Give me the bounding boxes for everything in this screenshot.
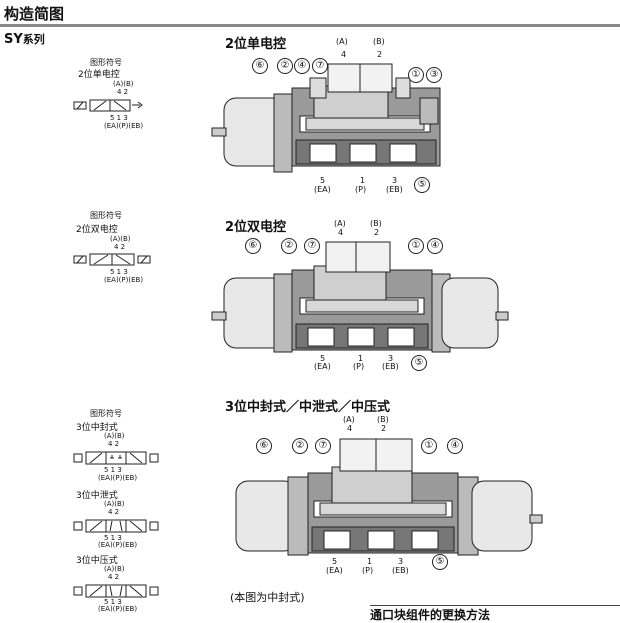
symbol-ports-bottom: (EA)(P)(EB): [98, 541, 138, 549]
port-ea-num: 5: [320, 176, 326, 185]
port-eb-label: (EB): [392, 566, 409, 575]
symbol-ports-top: (A)(B): [104, 500, 125, 508]
callout-7: ⑦: [304, 238, 320, 254]
callout-1: ①: [408, 238, 424, 254]
port-eb-num: 3: [388, 354, 394, 363]
symbol-heading: 图形符号: [90, 211, 122, 220]
symbol-ports-top: (A)(B): [104, 432, 125, 440]
port-b-num: 2: [377, 50, 383, 59]
symbol-ports-top: (A)(B): [113, 80, 134, 88]
symbol-nums-top: 4 2: [117, 88, 129, 96]
callout-5: ⑤: [414, 177, 430, 193]
callout-7: ⑦: [315, 438, 331, 454]
symbol-nums-bottom: 5 1 3: [104, 466, 122, 474]
callout-6: ⑥: [245, 238, 261, 254]
port-eb-label: (EB): [386, 185, 403, 194]
callout-4: ④: [427, 238, 443, 254]
symbol-nums-bottom: 5 1 3: [104, 534, 122, 542]
symbol-nums-bottom: 5 1 3: [110, 114, 128, 122]
port-b-num: 2: [374, 228, 380, 237]
port-p-num: 1: [360, 176, 366, 185]
port-b-label: (B): [370, 219, 382, 228]
callout-1: ①: [421, 438, 437, 454]
symbol-nums-top: 4 2: [108, 573, 120, 581]
symbol-heading: 图形符号: [90, 58, 122, 67]
port-p-label: (P): [355, 185, 367, 194]
symbol-2pos-single-diagram: [73, 99, 143, 112]
symbol-type: 3位中泄式: [76, 491, 118, 501]
port-b-num: 2: [381, 424, 387, 433]
symbol-ports-top: (A)(B): [104, 565, 125, 573]
callout-5: ⑤: [432, 554, 448, 570]
port-ea-label: (EA): [326, 566, 343, 575]
title-rule: [0, 24, 620, 27]
symbol-nums-bottom: 5 1 3: [110, 268, 128, 276]
section-title: 3位中封式／中泄式／中压式: [225, 400, 391, 415]
symbol-3pos-closed-center-diagram: [73, 451, 159, 465]
symbol-type: 3位中封式: [76, 423, 118, 433]
port-ea-label: (EA): [314, 362, 331, 371]
callout-2: ②: [292, 438, 308, 454]
port-a-num: 4: [341, 50, 347, 59]
port-p-label: (P): [362, 566, 374, 575]
symbol-nums-top: 4 2: [108, 440, 120, 448]
symbol-type: 3位中压式: [76, 556, 118, 566]
symbol-nums-top: 4 2: [108, 508, 120, 516]
port-a-label: (A): [336, 37, 348, 46]
next-section-heading: 通口块组件的更换方法: [370, 605, 620, 623]
symbol-ports-bottom: (EA)(P)(EB): [104, 276, 144, 284]
port-eb-num: 3: [392, 176, 398, 185]
callout-4: ④: [447, 438, 463, 454]
port-p-num: 1: [358, 354, 364, 363]
symbol-heading: 图形符号: [90, 409, 122, 418]
figure-note: (本图为中封式): [230, 591, 305, 604]
symbol-ports-bottom: (EA)(P)(EB): [104, 122, 144, 130]
symbol-3pos-pressure-center-diagram: [73, 584, 159, 598]
callout-3: ③: [426, 67, 442, 83]
series-suffix: 系列: [22, 33, 45, 46]
port-ea-num: 5: [332, 557, 338, 566]
port-b-label: (B): [373, 37, 385, 46]
callout-7: ⑦: [312, 58, 328, 74]
callout-6: ⑥: [252, 58, 268, 74]
symbol-3pos-exhaust-center-diagram: [73, 519, 159, 533]
port-b-label: (B): [377, 415, 389, 424]
callout-6: ⑥: [256, 438, 272, 454]
symbol-ports-bottom: (EA)(P)(EB): [98, 474, 138, 482]
series-code: SY: [4, 32, 23, 47]
port-a-num: 4: [347, 424, 353, 433]
port-p-label: (P): [353, 362, 365, 371]
symbol-nums-top: 4 2: [114, 243, 126, 251]
callout-2: ②: [277, 58, 293, 74]
callout-4: ④: [294, 58, 310, 74]
page-title: 构造简图: [4, 5, 65, 23]
port-a-num: 4: [338, 228, 344, 237]
symbol-type: 2位双电控: [76, 225, 118, 235]
symbol-ports-top: (A)(B): [110, 235, 131, 243]
section-title: 2位双电控: [225, 220, 287, 235]
valve-cross-section-single: [211, 63, 441, 173]
port-p-num: 1: [367, 557, 373, 566]
callout-5: ⑤: [411, 355, 427, 371]
symbol-type: 2位单电控: [78, 70, 120, 80]
port-ea-label: (EA): [314, 185, 331, 194]
callout-1: ①: [408, 67, 424, 83]
section-title: 2位单电控: [225, 37, 287, 52]
port-ea-num: 5: [320, 354, 326, 363]
port-a-label: (A): [334, 219, 346, 228]
symbol-ports-bottom: (EA)(P)(EB): [98, 605, 138, 613]
callout-2: ②: [281, 238, 297, 254]
valve-cross-section-double: [211, 241, 509, 353]
valve-cross-section-3pos: [235, 438, 543, 556]
port-a-label: (A): [343, 415, 355, 424]
port-eb-label: (EB): [382, 362, 399, 371]
symbol-nums-bottom: 5 1 3: [104, 598, 122, 606]
series-label: SY系列: [4, 31, 45, 47]
symbol-2pos-double-diagram: [73, 253, 151, 266]
port-eb-num: 3: [398, 557, 404, 566]
